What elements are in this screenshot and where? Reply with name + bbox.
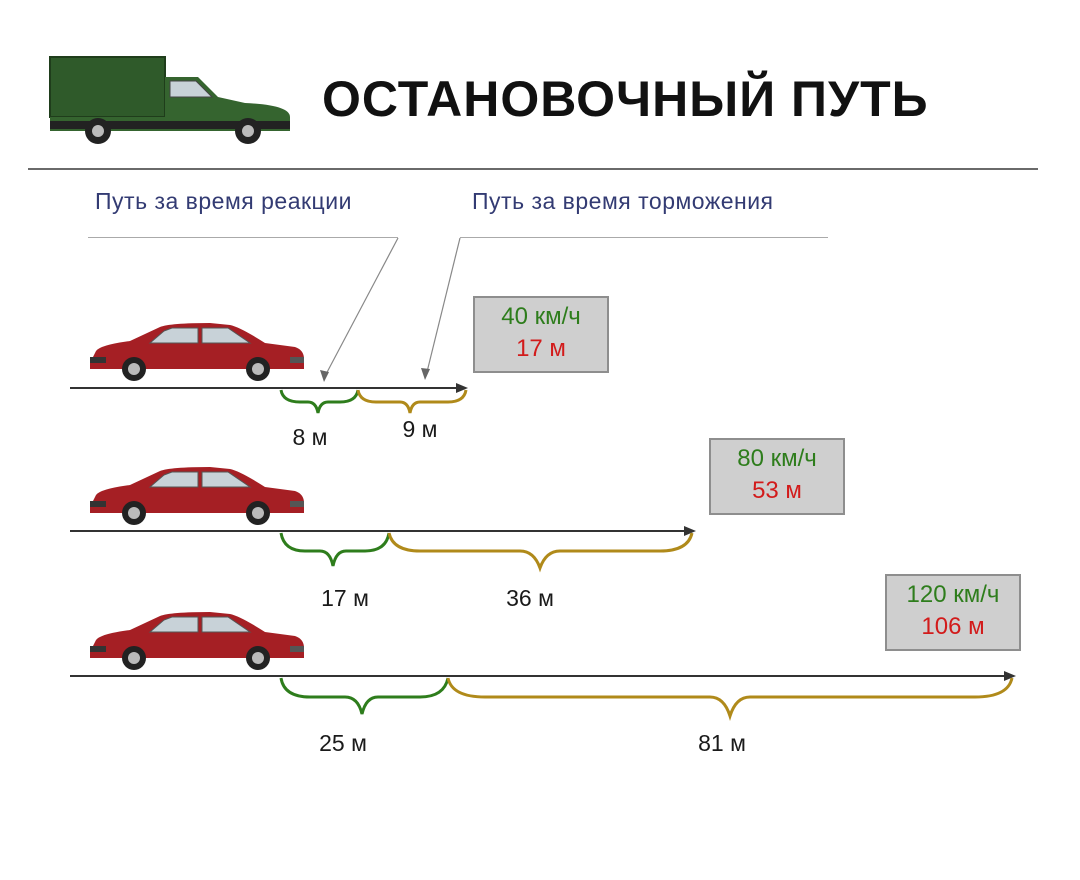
braking-brace xyxy=(387,532,694,573)
car-icon xyxy=(89,322,305,382)
reaction-brace xyxy=(279,389,360,414)
braking-distance: 36 м xyxy=(506,585,554,611)
total-distance: 17 м xyxy=(516,335,566,362)
total-distance: 106 м xyxy=(921,613,985,640)
speed-value: 120 км/ч xyxy=(906,581,1000,608)
speed-box: 40 км/ч 17 м xyxy=(473,296,609,373)
braking-pointer xyxy=(425,237,461,377)
car-icon xyxy=(89,466,305,526)
total-distance: 53 м xyxy=(752,477,802,504)
braking-distance: 9 м xyxy=(402,416,438,442)
speed-box: 80 км/ч 53 м xyxy=(709,438,845,515)
page-title: ОСТАНОВОЧНЫЙ ПУТЬ xyxy=(322,71,929,127)
legend-braking-label: Путь за время торможения xyxy=(472,188,774,214)
reaction-pointer xyxy=(323,237,399,379)
legend-reaction-rule xyxy=(88,237,398,238)
header-divider xyxy=(28,168,1038,170)
braking-distance: 81 м xyxy=(698,730,746,756)
braking-brace xyxy=(356,389,468,414)
car-icon xyxy=(89,611,305,671)
truck-icon xyxy=(49,56,290,144)
legend-reaction-label: Путь за время реакции xyxy=(95,188,352,214)
reaction-brace xyxy=(279,532,391,567)
reaction-brace xyxy=(279,677,450,715)
speed-value: 80 км/ч xyxy=(737,445,817,472)
braking-brace xyxy=(446,677,1014,721)
speed-box: 120 км/ч 106 м xyxy=(885,574,1021,651)
reaction-distance: 17 м xyxy=(321,585,369,611)
speed-value: 40 км/ч xyxy=(501,303,581,330)
reaction-distance: 8 м xyxy=(292,424,328,450)
reaction-distance: 25 м xyxy=(319,730,367,756)
legend-braking-rule xyxy=(460,237,828,238)
